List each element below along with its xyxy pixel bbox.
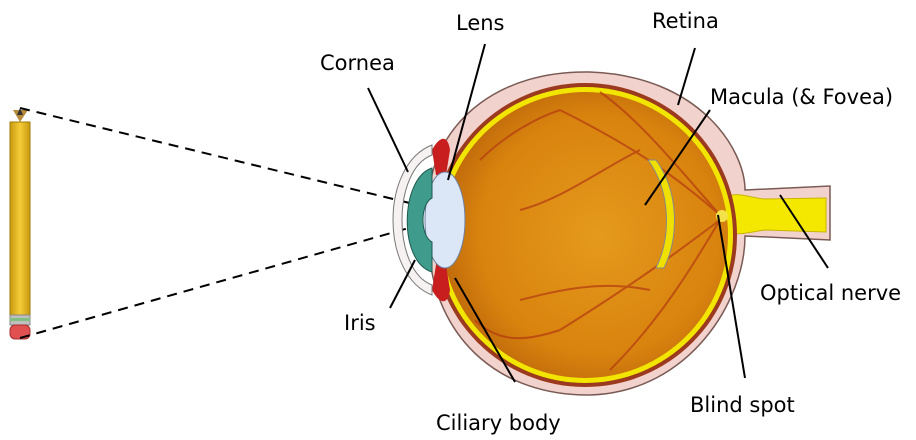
label-retina: Retina (652, 9, 719, 33)
pencil-icon (10, 108, 30, 339)
fundus (442, 92, 728, 378)
label-iris: Iris (344, 311, 376, 335)
label-cornea: Cornea (320, 51, 395, 75)
optic-nerve (728, 195, 826, 234)
label-optical-nerve: Optical nerve (760, 281, 901, 305)
label-lens: Lens (456, 11, 505, 35)
label-macula: Macula (& Fovea) (710, 85, 893, 109)
label-blind-spot: Blind spot (690, 393, 795, 417)
label-ciliary-body: Ciliary body (436, 411, 561, 435)
